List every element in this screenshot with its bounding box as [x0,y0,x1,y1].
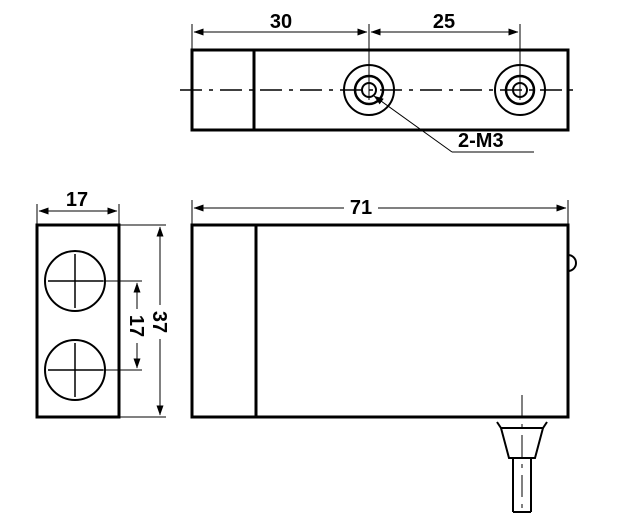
dim-gap [151,305,169,339]
front-view: 71 [190,196,577,515]
dim-hole-spacing: 25 [433,11,455,33]
dim-gap [344,196,378,218]
mounting-hole-icon [494,64,546,116]
dim-gap [128,309,146,343]
connector-icon [44,339,106,401]
callout-leader [373,95,453,153]
side-view-body [35,223,121,419]
hole-callout: 2-M3 [458,130,504,152]
top-view: 30 25 2-M3 [180,11,580,153]
nub-icon [567,254,577,272]
dim-length: 71 [350,197,372,219]
side-view: 17 17 37 [35,189,170,419]
dim-width: 17 [66,189,88,211]
mounting-hole-icon [343,64,395,116]
dim-hole-offset: 30 [270,11,292,33]
front-view-body [190,223,570,419]
connector-icon [44,250,106,312]
cable-icon [496,395,548,515]
dim-hole-pitch: 17 [125,315,147,337]
dim-height: 37 [148,311,170,333]
